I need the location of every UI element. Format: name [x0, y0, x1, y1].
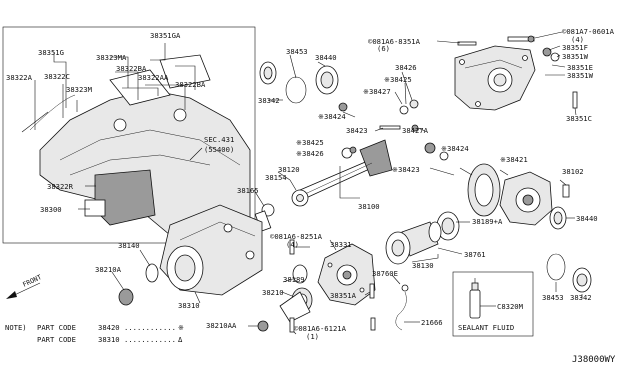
label-38351c: 38351C — [566, 114, 592, 123]
note-title: NOTE) — [5, 323, 27, 332]
note-row2-label: PART CODE — [37, 335, 76, 344]
label-081a6-8351a-qty: (6) — [377, 44, 390, 53]
label-38424-2: ※38424 — [441, 144, 469, 153]
label-38453-bottom: 38453 — [542, 293, 564, 302]
label-38351w-1: 38351W — [562, 52, 589, 61]
label-38761: 38761 — [464, 250, 486, 259]
note-row1-label: PART CODE — [37, 323, 76, 332]
label-38189a: 38189+A — [472, 217, 503, 226]
label-38351g: 38351G — [38, 48, 64, 57]
diagram-id: J38000WY — [572, 355, 616, 365]
label-38322c: 38322C — [44, 72, 70, 81]
label-38351e: 38351E — [567, 63, 593, 72]
rear-cover-38331 — [317, 243, 376, 306]
label-sec431: SEC.431 — [204, 135, 234, 144]
label-38210aa: 38210AA — [206, 321, 237, 330]
label-38322ba-2: 38322BA — [175, 80, 206, 89]
drive-pinion-shaft-illustration — [299, 139, 393, 199]
label-38154: 38154 — [265, 173, 287, 182]
label-38351f: 38351F — [562, 43, 588, 52]
label-38210a: 38210A — [95, 265, 122, 274]
note-row1-code: 38420 — [98, 323, 120, 332]
bearing-38189 — [292, 264, 308, 284]
label-sec431-code: (55400) — [204, 145, 234, 154]
label-38421: ※38421 — [500, 155, 528, 164]
label-081a7-0601a-qty: (4) — [571, 35, 584, 44]
label-081a7-0601a: ©081A7-0601A — [562, 27, 615, 36]
label-38453-top: 38453 — [286, 47, 308, 56]
label-38165: 38165 — [237, 186, 259, 195]
label-38440-right: 38440 — [576, 214, 598, 223]
label-38342-top: 38342 — [258, 96, 280, 105]
oil-seal-38140 — [145, 263, 159, 283]
label-38100: 38100 — [358, 202, 380, 211]
note-row2-code: 38310 — [98, 335, 120, 344]
note-row2-symbol: Δ — [178, 335, 183, 344]
label-38102: 38102 — [562, 167, 584, 176]
ring-38453-top — [285, 76, 307, 104]
label-38425-1: ※38425 — [384, 75, 412, 84]
bushing-38210a — [118, 288, 134, 306]
label-38323ma: 38323MA — [96, 53, 127, 62]
ring-38453-bottom — [546, 253, 566, 281]
inset-frame — [2, 26, 256, 244]
sealant-tube-icon — [469, 278, 481, 319]
label-081a6-8251a-qty: (4) — [286, 240, 299, 249]
label-21666: 21666 — [421, 318, 443, 327]
front-arrow-icon — [6, 282, 41, 299]
label-38351a: 38351A — [330, 291, 357, 300]
label-38140: 38140 — [118, 241, 140, 250]
companion-flange-38130 — [385, 221, 442, 265]
label-c8320m: C8320M — [497, 302, 524, 311]
label-38323m: 38323M — [66, 85, 93, 94]
label-38342-bottom: 38342 — [570, 293, 592, 302]
label-081a6-8351a: ©081A6-8351A — [368, 37, 421, 46]
label-38351w-2: 38351W — [567, 71, 594, 80]
label-38426-2: ※38426 — [296, 149, 324, 158]
label-38423-1: 38423 — [346, 126, 368, 135]
label-38427a: 38427A — [402, 126, 429, 135]
label-38189: 38189 — [283, 275, 305, 284]
diff-case-cover-illustration — [454, 45, 536, 111]
label-38426-1: 38426 — [395, 63, 417, 72]
rear-suspension-member-illustration — [21, 54, 251, 236]
gear-carrier-38310 — [159, 204, 263, 296]
note-row1-symbol: ※ — [178, 323, 184, 332]
label-38424-1: ※38424 — [318, 112, 346, 121]
part-code-note: NOTE) PART CODE 38420 ............ ※ PAR… — [5, 323, 184, 344]
label-38351ga: 38351GA — [150, 31, 181, 40]
label-081a6-6121a: ©081A6-6121A — [294, 324, 347, 333]
label-38322aa: 38322AA — [138, 73, 169, 82]
label-38210: 38210 — [262, 288, 284, 297]
label-38423-2: ※38423 — [392, 165, 420, 174]
note-row1-dots: ............ — [124, 323, 176, 332]
label-38440-top: 38440 — [315, 53, 337, 62]
label-38300: 38300 — [40, 205, 62, 214]
label-38130: 38130 — [412, 261, 434, 270]
label-38425-2: ※38425 — [296, 138, 324, 147]
label-38760e: 38760E — [372, 269, 398, 278]
callout-labels: 38351GA 38351G 38323MA 38322A 38322C 383… — [6, 27, 615, 341]
note-row2-dots: ............ — [124, 335, 176, 344]
label-081a6-6121a-qty: (1) — [306, 332, 319, 341]
label-38427: ※38427 — [363, 87, 391, 96]
diff-case-38421 — [499, 171, 553, 226]
label-38322r: 38322R — [47, 182, 74, 191]
label-38310: 38310 — [178, 301, 200, 310]
label-38120: 38120 — [278, 165, 300, 174]
label-38322ba-1: 38322BA — [116, 64, 147, 73]
label-sealant-fluid: SEALANT FLUID — [458, 323, 514, 332]
label-38331: 38331 — [330, 240, 352, 249]
sealant-fluid-box — [452, 271, 534, 337]
washer-38210aa — [257, 320, 269, 332]
label-081a6-8251a: ©081A6-8251A — [270, 232, 323, 241]
label-38322a: 38322A — [6, 73, 33, 82]
